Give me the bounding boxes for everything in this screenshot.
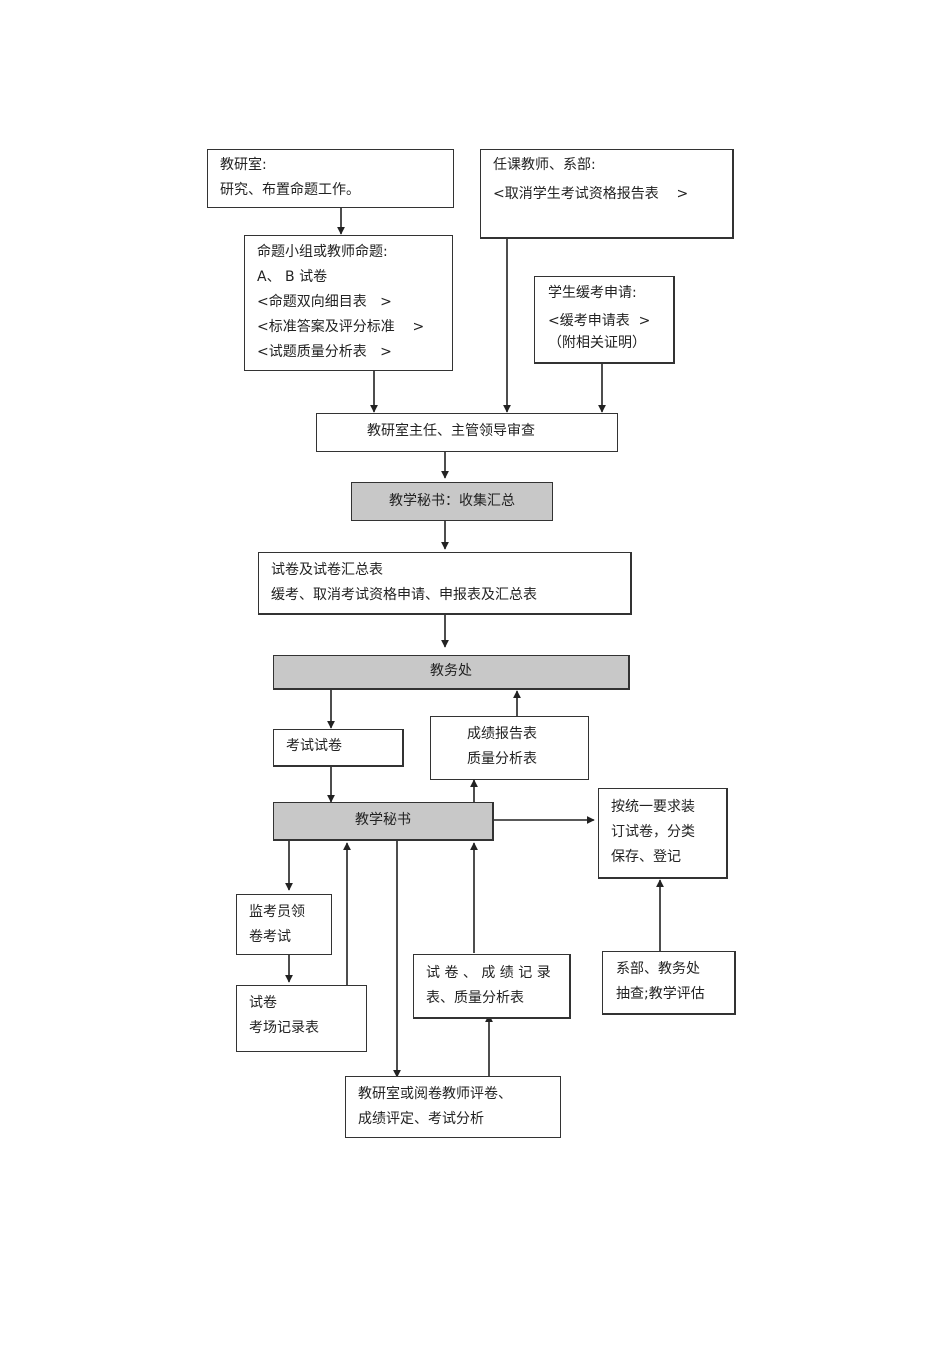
node-jiankaoyuan: 监考员领 卷考试 — [236, 894, 332, 955]
node-xuesheng-huankao: 学生缓考申请: <缓考申请表 > （附相关证明） — [534, 276, 675, 364]
node-zhuangding-baocun: 按统一要求装 订试卷，分类 保存、登记 — [598, 788, 728, 879]
node-line: 系部、教务处 — [616, 961, 700, 977]
node-line: <缓考申请表 > — [548, 313, 651, 329]
node-xibu-jiaowuchu: 系部、教务处 抽查;教学评估 — [602, 951, 736, 1015]
node-line: 质量分析表 — [467, 751, 537, 767]
node-jiaoxue-mishu-huizong: 教学秘书：收集汇总 — [351, 482, 553, 521]
node-shencha: 教研室主任、主管领导审查 — [316, 413, 618, 452]
node-line: 监考员领 — [249, 904, 305, 920]
node-line: 教研室: — [220, 157, 267, 173]
node-renke-jiaoshi: 任课教师、系部: <取消学生考试资格报告表 > — [480, 149, 734, 239]
node-line: 考场记录表 — [249, 1020, 319, 1036]
node-line: 学生缓考申请: — [548, 285, 637, 301]
node-line: 保存、登记 — [611, 849, 681, 865]
node-chengji-baogao: 成绩报告表 质量分析表 — [430, 716, 589, 780]
node-line: 任课教师、系部: — [493, 157, 596, 173]
node-line: 按统一要求装 — [611, 799, 695, 815]
node-label: 考试试卷 — [286, 738, 342, 754]
node-line: <命题双向细目表 > — [257, 294, 392, 310]
node-kaochang-jilu: 试卷 考场记录表 — [236, 985, 367, 1052]
node-line: 成绩报告表 — [467, 726, 537, 742]
node-line: 表、质量分析表 — [426, 990, 524, 1006]
node-label: 教务处 — [430, 663, 472, 679]
node-pingjuan: 教研室或阅卷教师评卷、 成绩评定、考试分析 — [345, 1076, 561, 1138]
node-label: 教研室主任、主管领导审查 — [367, 423, 535, 439]
node-jiaoyanshi: 教研室: 研究、布置命题工作。 — [207, 149, 454, 208]
node-line: 研究、布置命题工作。 — [220, 182, 360, 198]
node-line: <试题质量分析表 > — [257, 344, 392, 360]
node-jiaowuchu: 教务处 — [273, 655, 630, 690]
node-mingti-xiaozu: 命题小组或教师命题: A、 B 试卷 <命题双向细目表 > <标准答案及评分标准… — [244, 235, 453, 371]
node-chengji-jilubiao: 试 卷 、 成 绩 记 录 表、质量分析表 — [413, 954, 571, 1019]
node-line: A、 B 试卷 — [257, 269, 328, 285]
node-line: 缓考、取消考试资格申请、申报表及汇总表 — [271, 587, 537, 603]
node-line: <取消学生考试资格报告表 > — [493, 186, 689, 202]
node-line: 订试卷，分类 — [611, 824, 695, 840]
node-line: <标准答案及评分标准 > — [257, 319, 425, 335]
node-line: 成绩评定、考试分析 — [358, 1111, 484, 1127]
node-line: 试卷 — [249, 995, 277, 1011]
node-label: 教学秘书：收集汇总 — [389, 493, 515, 509]
node-line: 命题小组或教师命题: — [257, 244, 388, 260]
node-kaoshi-shijuan: 考试试卷 — [273, 729, 404, 767]
node-jiaoxue-mishu: 教学秘书 — [273, 802, 494, 841]
node-line: 卷考试 — [249, 929, 291, 945]
node-shijuan-huizongbiao: 试卷及试卷汇总表 缓考、取消考试资格申请、申报表及汇总表 — [258, 552, 632, 615]
node-line: 抽查;教学评估 — [616, 986, 705, 1002]
node-label: 教学秘书 — [355, 812, 411, 828]
node-line: 教研室或阅卷教师评卷、 — [358, 1086, 512, 1102]
node-line: 试卷及试卷汇总表 — [271, 562, 383, 578]
node-line: 试 卷 、 成 绩 记 录 — [426, 965, 551, 981]
node-line: （附相关证明） — [548, 335, 646, 351]
